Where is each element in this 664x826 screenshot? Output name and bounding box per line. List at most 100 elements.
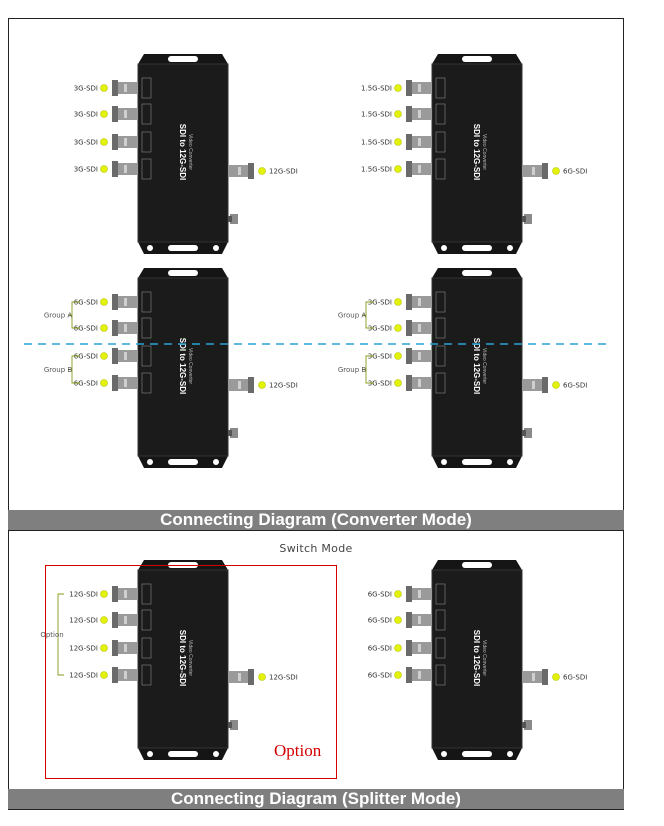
power-connector <box>524 428 532 438</box>
bnc-input-ring <box>124 298 127 306</box>
bnc-input-nut <box>112 161 118 177</box>
input-signal-label: 3G-SDI <box>74 85 98 93</box>
power-connector <box>524 214 532 224</box>
signal-dot <box>394 324 402 332</box>
mount-slot-bottom <box>462 751 492 757</box>
bnc-input-ring <box>418 616 421 624</box>
power-connector-base <box>228 722 232 728</box>
port-label-box <box>141 131 152 153</box>
signal-dot <box>100 110 108 118</box>
bnc-input-nut <box>406 612 412 628</box>
signal-dot <box>394 138 402 146</box>
mount-hole <box>147 245 153 251</box>
bnc-output-ring <box>238 167 241 175</box>
device-outline <box>137 569 229 749</box>
bnc-input-ring <box>124 352 127 360</box>
mount-slot-bottom <box>168 751 198 757</box>
bnc-input-ring <box>124 644 127 652</box>
signal-dot <box>100 644 108 652</box>
device-subname: Video Converter <box>481 640 487 676</box>
bnc-output-ring <box>532 673 535 681</box>
port-label-box <box>141 77 152 99</box>
input-signal-label: 6G-SDI <box>368 591 392 599</box>
device-name: SDI to 12G-SDI <box>472 630 481 686</box>
bnc-input-nut <box>112 134 118 150</box>
device-outline <box>137 277 229 457</box>
device-outline <box>431 277 523 457</box>
mount-slot-top <box>462 270 492 276</box>
bnc-input-ring <box>418 110 421 118</box>
bnc-input-ring <box>124 590 127 598</box>
bnc-output-ring <box>532 381 535 389</box>
mount-slot-top <box>462 56 492 62</box>
bnc-input-nut <box>112 640 118 656</box>
section-divider <box>8 530 624 531</box>
bnc-input-ring <box>124 324 127 332</box>
bnc-input-nut <box>112 80 118 96</box>
device-body <box>138 570 228 748</box>
mount-hole <box>441 245 447 251</box>
option-box-label: Option <box>274 741 322 760</box>
output-signal-label: 6G-SDI <box>563 382 587 390</box>
mount-slot-top <box>462 562 492 568</box>
bnc-input-ring <box>418 379 421 387</box>
mount-hole <box>147 459 153 465</box>
power-connector-base <box>522 216 526 222</box>
power-connector-base <box>522 430 526 436</box>
signal-dot <box>100 165 108 173</box>
signal-dot <box>394 298 402 306</box>
signal-dot <box>552 381 560 389</box>
input-signal-label: 12G-SDI <box>69 672 98 680</box>
bnc-output-nut <box>248 163 254 179</box>
device-body <box>432 570 522 748</box>
signal-dot <box>100 84 108 92</box>
device-name: SDI to 12G-SDI <box>178 630 187 686</box>
mount-hole <box>441 459 447 465</box>
device-outline <box>431 569 523 749</box>
bnc-input-ring <box>124 165 127 173</box>
bnc-input-nut <box>406 586 412 602</box>
bnc-input-nut <box>406 294 412 310</box>
mount-slot-bottom <box>168 459 198 465</box>
bnc-input-ring <box>418 165 421 173</box>
signal-dot <box>100 616 108 624</box>
bnc-input-ring <box>418 590 421 598</box>
switch-mode-label: Switch Mode <box>279 542 353 555</box>
signal-dot <box>100 671 108 679</box>
mount-slot-bottom <box>462 459 492 465</box>
mount-hole <box>507 459 513 465</box>
signal-dot <box>394 352 402 360</box>
signal-dot <box>394 616 402 624</box>
option-bracket-label: Option <box>40 631 63 639</box>
input-signal-label: 3G-SDI <box>74 111 98 119</box>
signal-dot <box>100 298 108 306</box>
port-label-box <box>435 345 446 367</box>
bnc-input-ring <box>124 84 127 92</box>
port-label-box <box>141 345 152 367</box>
bnc-output-nut <box>542 669 548 685</box>
input-signal-label: 6G-SDI <box>368 645 392 653</box>
port-label-box <box>141 317 152 339</box>
port-label-box <box>435 158 446 180</box>
input-signal-label: 6G-SDI <box>74 380 98 388</box>
signal-dot <box>100 590 108 598</box>
mount-slot-top <box>168 56 198 62</box>
power-connector <box>524 720 532 730</box>
port-label-box <box>141 664 152 686</box>
bnc-input-nut <box>406 667 412 683</box>
signal-dot <box>100 138 108 146</box>
input-signal-label: 6G-SDI <box>74 299 98 307</box>
bnc-output-ring <box>238 381 241 389</box>
device-name: SDI to 12G-SDI <box>178 338 187 394</box>
signal-dot <box>552 673 560 681</box>
device-subname: Video Converter <box>481 348 487 384</box>
port-label-box <box>435 131 446 153</box>
bnc-input-ring <box>124 671 127 679</box>
input-signal-label: 1.5G-SDI <box>361 139 392 147</box>
